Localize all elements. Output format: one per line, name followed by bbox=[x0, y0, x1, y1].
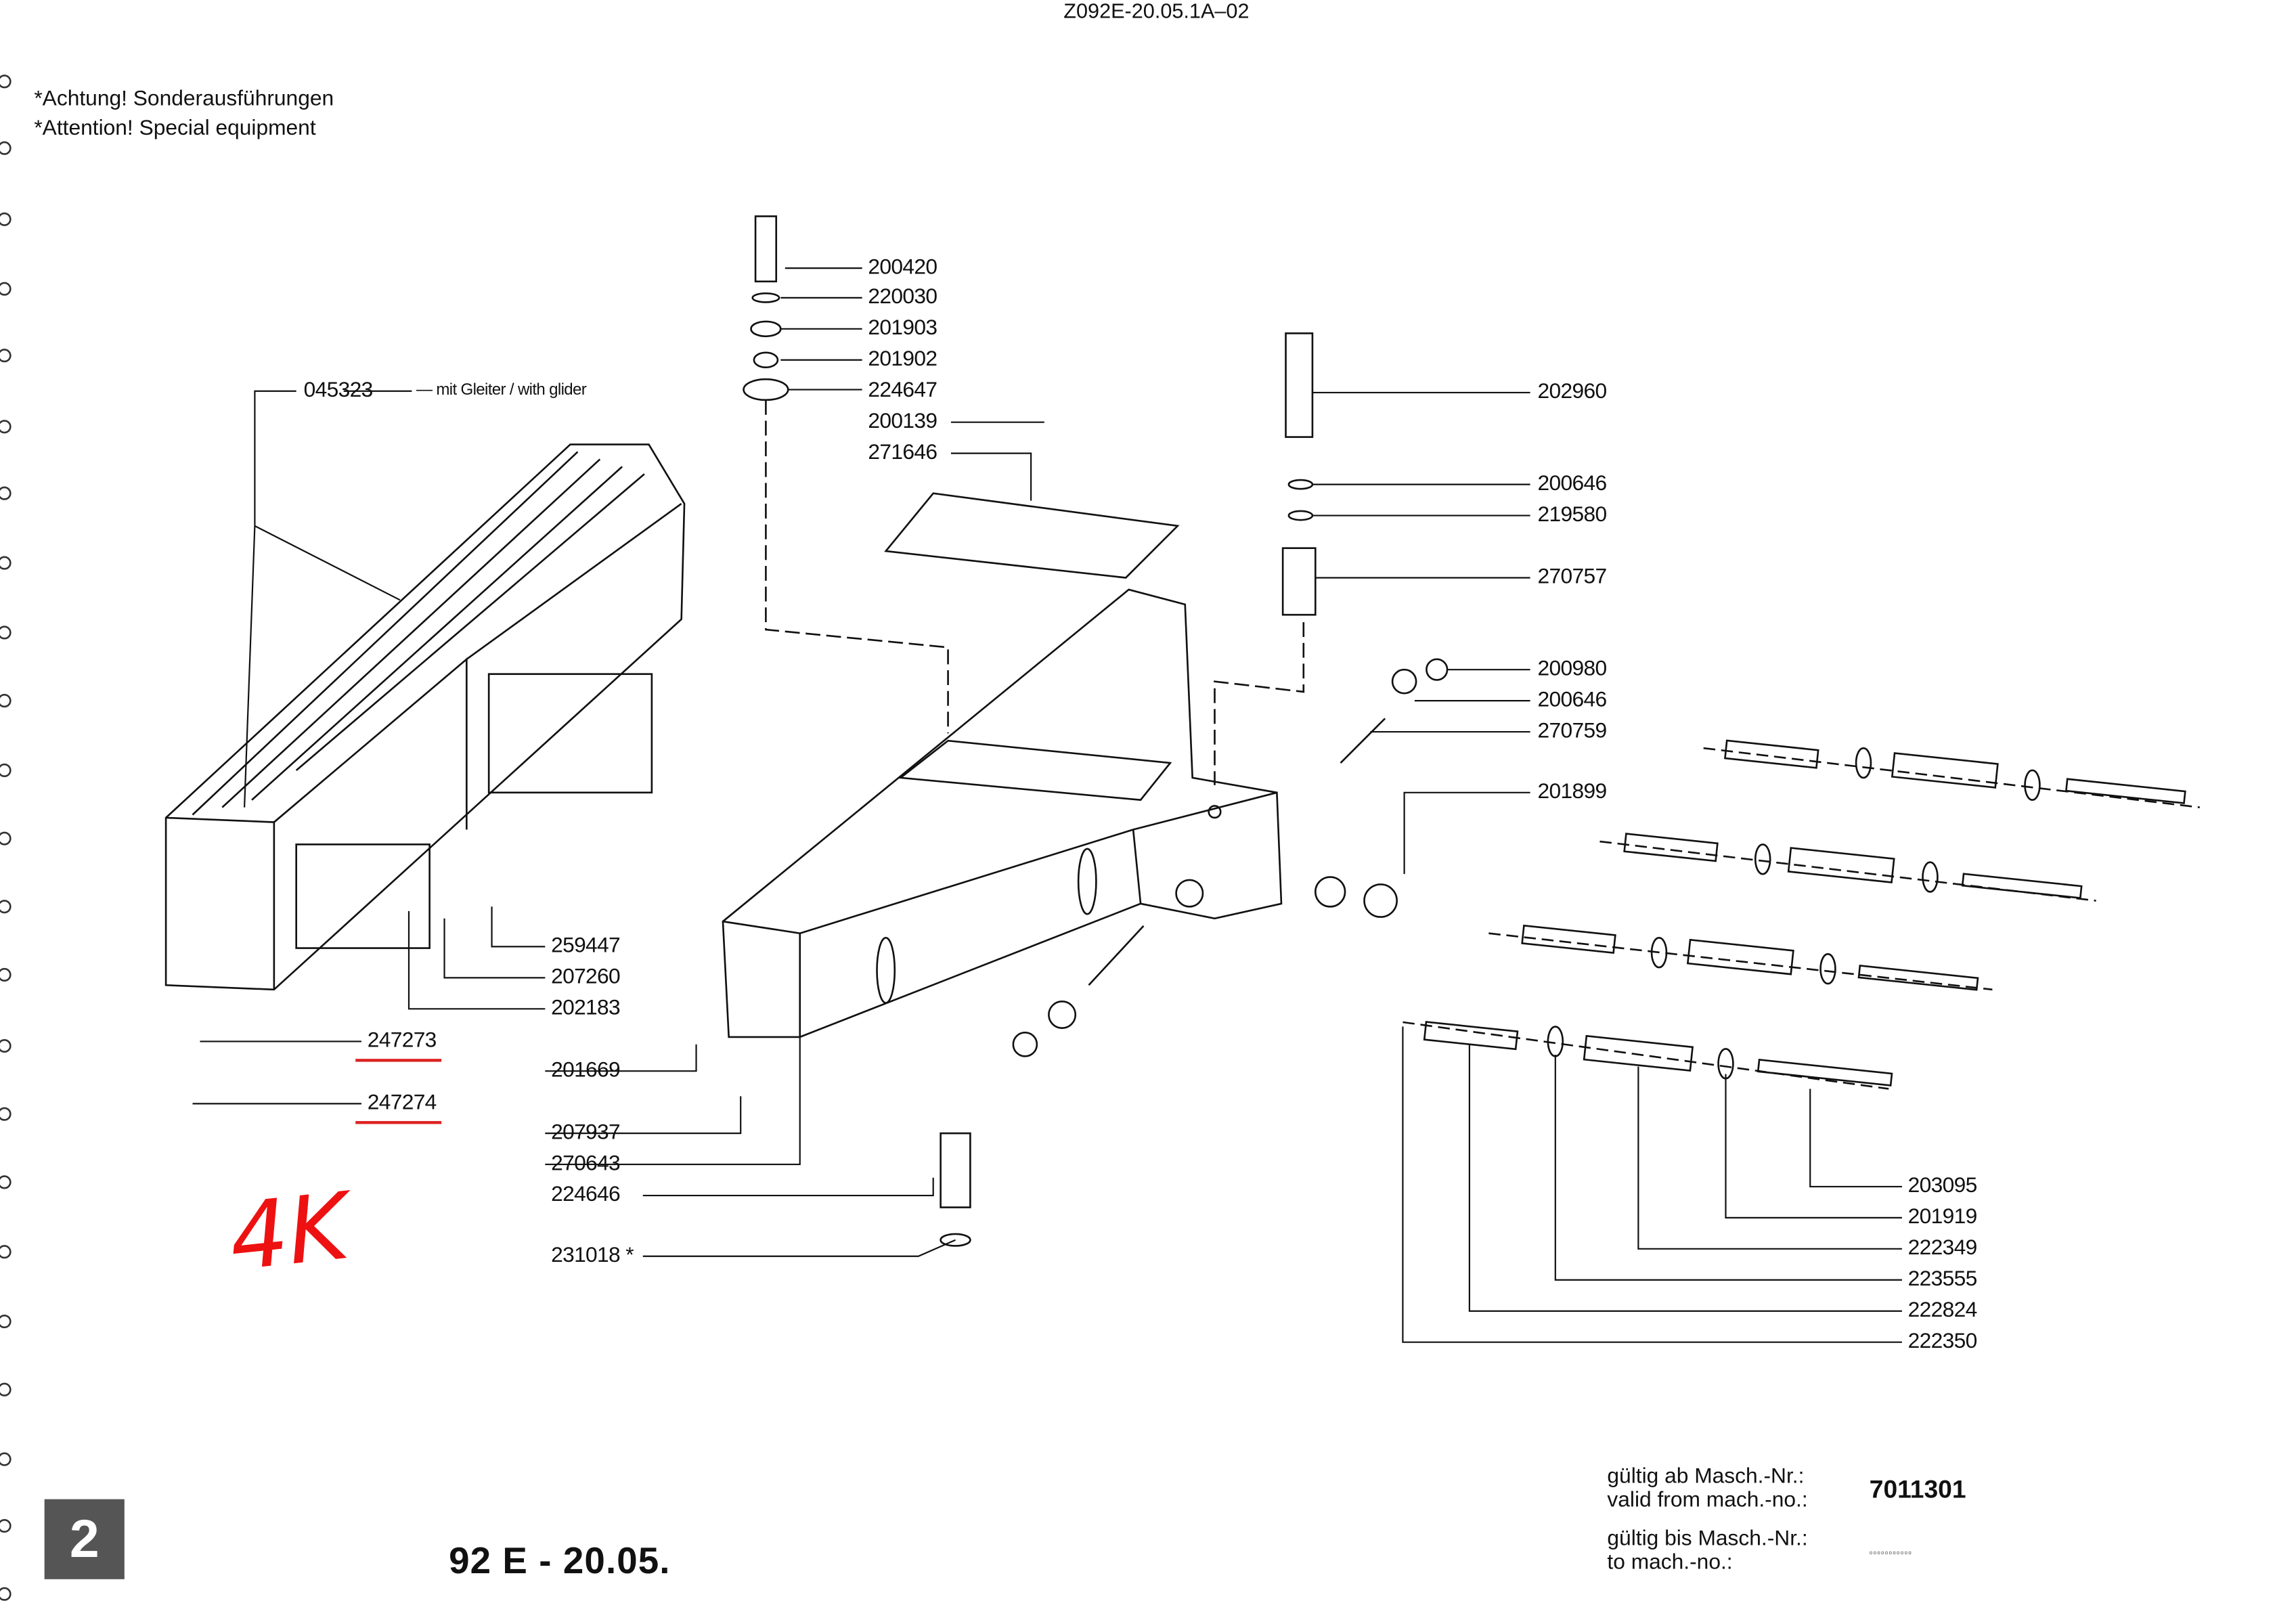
valid-to-value: ▫▫▫▫▫▫▫▫▫▫▫ bbox=[1869, 1550, 1913, 1559]
part-number: 202183 bbox=[551, 996, 621, 1021]
section-code: 92 E - 20.05. bbox=[449, 1540, 671, 1583]
part-number: 202960 bbox=[1537, 380, 1608, 404]
part-number: 220030 bbox=[868, 285, 937, 309]
part-number: 259447 bbox=[551, 934, 621, 959]
part-number-special: 231018 * bbox=[551, 1244, 634, 1268]
part-number: 200646 bbox=[1537, 472, 1608, 496]
part-number: 270757 bbox=[1537, 565, 1608, 590]
part-number: 203095 bbox=[1907, 1174, 1978, 1198]
assembly-description: — mit Gleiter / with glider bbox=[416, 381, 587, 399]
part-number: 270759 bbox=[1537, 720, 1608, 744]
valid-to-label-en: to mach.-no.: bbox=[1607, 1551, 1733, 1575]
spring-assemblies bbox=[1012, 658, 2200, 1090]
valid-from-value: 7011301 bbox=[1869, 1475, 1966, 1504]
drawing-id: Z092E-20.05.1A–02 bbox=[1063, 0, 1250, 22]
part-number: 200646 bbox=[1537, 688, 1608, 713]
part-number: 271646 bbox=[868, 441, 937, 465]
note-german: *Achtung! Sonderausführungen bbox=[34, 87, 334, 112]
page-number-box: 2 bbox=[44, 1499, 125, 1579]
cover-plate bbox=[884, 492, 1180, 579]
part-number: 270643 bbox=[551, 1152, 621, 1177]
part-number: 222824 bbox=[1907, 1298, 1978, 1323]
part-number: 222349 bbox=[1907, 1236, 1978, 1260]
part-number: 207260 bbox=[551, 965, 621, 990]
part-number: 201919 bbox=[1907, 1205, 1978, 1229]
assembly-number: 045323 bbox=[303, 378, 374, 403]
valid-to-label-de: gültig bis Masch.-Nr.: bbox=[1607, 1527, 1808, 1552]
part-number: 200139 bbox=[868, 410, 937, 434]
valid-from-label-en: valid from mach.-no.: bbox=[1607, 1489, 1808, 1513]
part-number: 224647 bbox=[868, 378, 937, 403]
part-number: 224646 bbox=[551, 1183, 621, 1207]
part-number: 219580 bbox=[1537, 503, 1608, 527]
valid-from-label-de: gültig ab Masch.-Nr.: bbox=[1607, 1465, 1805, 1489]
leader-lines bbox=[192, 267, 1902, 1343]
part-number: 222350 bbox=[1907, 1330, 1978, 1354]
binding-holes bbox=[0, 74, 12, 1601]
part-number: 201899 bbox=[1537, 780, 1608, 804]
part-number: 201669 bbox=[551, 1059, 621, 1083]
part-number: 201903 bbox=[868, 316, 937, 341]
part-number-marked: 247273 bbox=[355, 1030, 441, 1061]
part-number: 223555 bbox=[1907, 1267, 1978, 1292]
part-number: 201902 bbox=[868, 347, 937, 372]
part-number: 207937 bbox=[551, 1121, 621, 1145]
top-bolt-stack bbox=[743, 215, 1317, 1247]
bracket-body bbox=[722, 588, 1283, 1038]
part-number: 200420 bbox=[868, 256, 937, 280]
part-number: 200980 bbox=[1537, 657, 1608, 682]
note-english: *Attention! Special equipment bbox=[34, 116, 316, 141]
glider-rail-block bbox=[164, 443, 686, 991]
part-number-marked: 247274 bbox=[355, 1093, 441, 1124]
handwritten-annotation: 4K bbox=[224, 1172, 354, 1292]
